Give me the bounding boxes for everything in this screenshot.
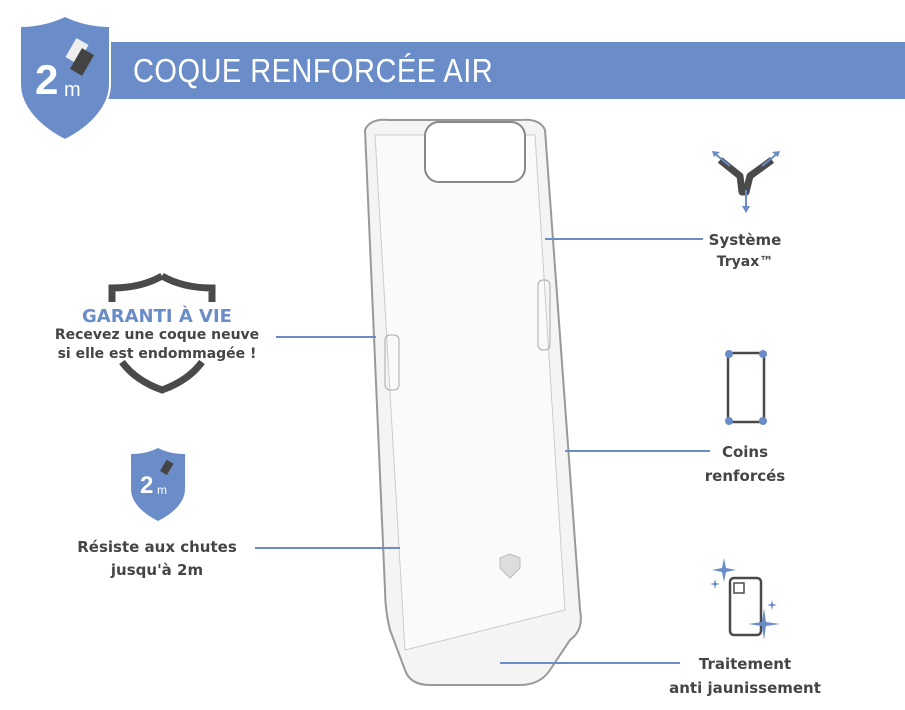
- guarantee-callout-line: [276, 336, 376, 338]
- drop-2m-shield-icon: 2 m: [19, 14, 111, 142]
- drop-callout-line: [255, 547, 400, 549]
- drop-line2: jusqu'à 2m: [110, 561, 204, 579]
- phone-case-image: [363, 118, 582, 686]
- reinforced-corners-icon: [725, 350, 767, 425]
- title-banner: [100, 42, 905, 99]
- guarantee-line2: si elle est endommagée !: [57, 346, 257, 362]
- corners-callout-line: [565, 450, 710, 452]
- tryax-line1: Système: [708, 231, 782, 249]
- svg-text:2: 2: [140, 472, 153, 499]
- page-title: COQUE RENFORCÉE AIR: [133, 52, 494, 89]
- svg-text:m: m: [157, 483, 167, 497]
- tryax-line2: Tryax™: [716, 254, 774, 270]
- guarantee-line1: Recevez une coque neuve: [54, 327, 260, 343]
- badge-number: 2: [35, 56, 58, 103]
- yellowing-line1: Traitement: [698, 655, 792, 673]
- tryax-callout-line: [545, 238, 703, 240]
- yellowing-line2: anti jaunissement: [669, 679, 821, 697]
- guarantee-shield-outline-icon: [108, 272, 216, 394]
- anti-yellowing-sparkle-icon: [710, 558, 780, 640]
- badge-unit: m: [64, 79, 81, 101]
- drop-shield-icon: 2 m: [131, 448, 185, 521]
- drop-line1: Résiste aux chutes: [77, 538, 237, 556]
- guarantee-title: GARANTI À VIE: [82, 306, 232, 327]
- corners-line1: Coins: [721, 443, 769, 461]
- tryax-system-icon: [712, 151, 780, 213]
- corners-line2: renforcés: [704, 467, 786, 485]
- yellowing-callout-line: [500, 662, 680, 664]
